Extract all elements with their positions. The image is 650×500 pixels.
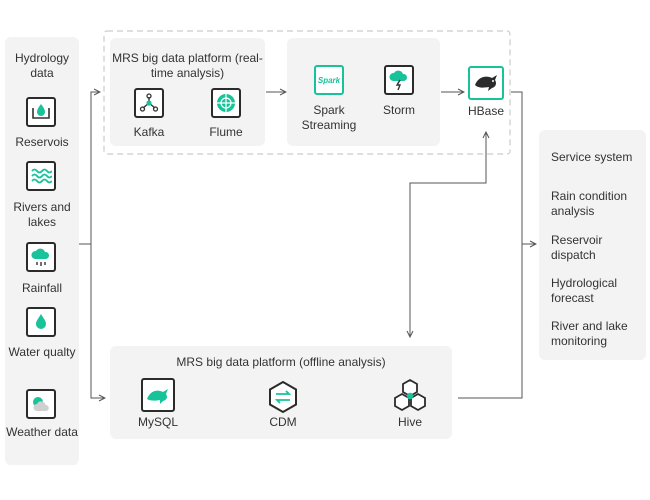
service-system-panel [539, 130, 646, 360]
hbase-icon [468, 66, 504, 100]
mysql-icon [141, 378, 175, 412]
reservoir-label: Reservois [15, 135, 69, 149]
flume-icon [211, 88, 241, 118]
water-drop-icon [26, 307, 56, 337]
waves-icon [26, 161, 56, 191]
mysql-label: MySQL [137, 415, 178, 429]
kafka-label: Kafka [133, 125, 165, 139]
rain-cloud-icon [26, 242, 56, 272]
hydrology-data-title: Hydrology data [14, 51, 70, 80]
kafka-icon [134, 88, 164, 118]
rainfall-label: Rainfall [21, 281, 63, 295]
offline-platform-title: MRS big data platform (offline analysis) [176, 355, 386, 369]
hbase-offline-link [410, 132, 486, 337]
hive-icon [392, 378, 428, 419]
left-to-offline-arrow [90, 244, 105, 398]
rivers-lakes-label: Rivers and lakes [13, 200, 71, 229]
reservoir-icon [26, 97, 56, 127]
storm-icon [384, 65, 414, 95]
cdm-label: CDM [269, 415, 297, 429]
realtime-platform-title: MRS big data platform (real-time analysi… [112, 51, 263, 80]
service-item-reservoir: Reservoir dispatch [551, 233, 603, 262]
service-item-forecast: Hydrological forecast [551, 276, 618, 305]
service-item-rain: Rain condition analysis [551, 189, 628, 218]
hive-label: Hive [397, 415, 422, 429]
service-item-monitoring: River and lake monitoring [551, 319, 628, 348]
flume-label: Flume [209, 125, 243, 139]
left-to-realtime-arrow [79, 92, 100, 245]
hbase-to-service-line [511, 91, 523, 244]
water-quality-label: Water qualty [8, 345, 76, 359]
streaming-box [287, 38, 440, 146]
spark-streaming-label: Spark Streaming [301, 103, 357, 132]
weather-cloud-icon [26, 389, 56, 419]
cdm-icon [266, 380, 300, 419]
hbase-label: HBase [467, 104, 505, 118]
weather-data-label: Weather data [6, 425, 78, 439]
spark-icon: Spark [314, 65, 344, 95]
offline-to-service-line [458, 244, 523, 399]
realtime-dashed-frame [103, 30, 511, 155]
service-system-title: Service system [551, 150, 633, 164]
storm-label: Storm [382, 103, 415, 117]
